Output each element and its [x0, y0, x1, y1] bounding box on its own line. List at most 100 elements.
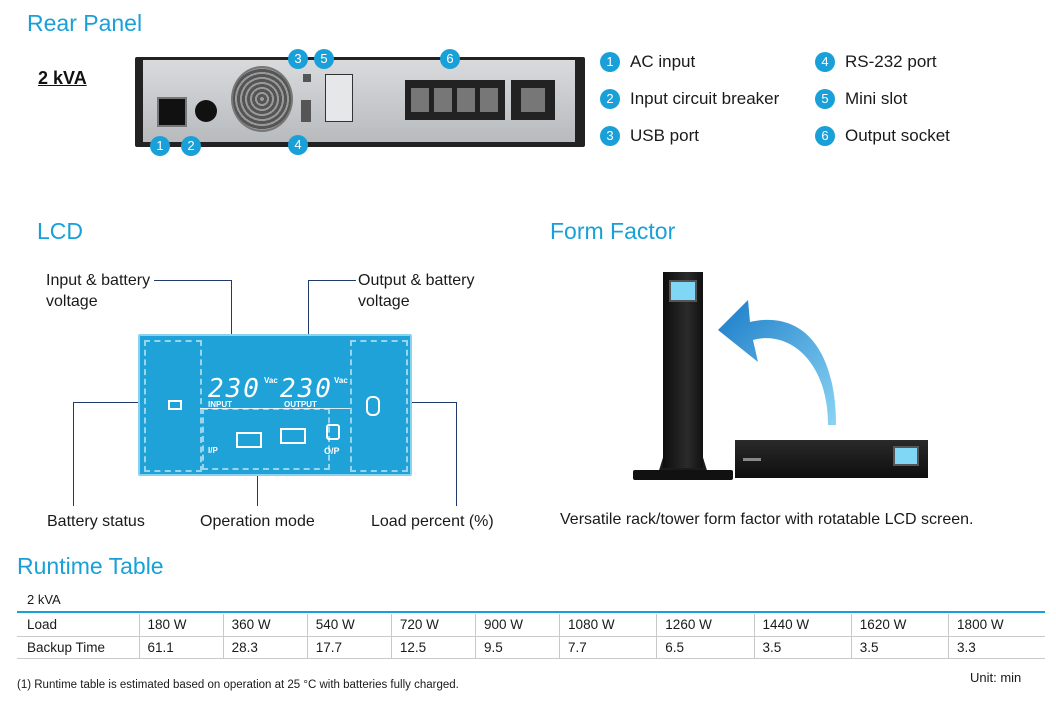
- legend-num-5: 5: [815, 89, 835, 109]
- ups-rear-panel-image: [135, 57, 585, 147]
- table-cell: 900 W: [474, 614, 560, 637]
- legend-num-3: 3: [600, 126, 620, 146]
- label-output-battery-voltage: Output & battery voltage: [358, 272, 475, 310]
- table-cell: 17.7: [306, 636, 392, 658]
- callout-2: 2: [181, 136, 201, 156]
- lcd-divider: [200, 408, 350, 409]
- form-factor-title: Form Factor: [550, 218, 676, 244]
- rear-panel-title: Rear Panel: [27, 10, 143, 36]
- outlet-icon: [326, 424, 340, 440]
- label-operation-mode: Operation mode: [200, 513, 315, 530]
- operation-mode-panel: [202, 408, 330, 470]
- label-battery-status: Battery status: [47, 513, 145, 530]
- battery-mode-icon: [236, 432, 262, 448]
- runtime-unit: Unit: min: [970, 670, 1022, 685]
- runtime-table-top-rule: [17, 611, 1045, 613]
- callout-3: 3: [288, 49, 308, 69]
- ups-rack-image: [735, 440, 928, 478]
- table-cell: 6.5: [656, 636, 755, 658]
- ups-tower-image: [663, 272, 703, 468]
- leader-input-v: [231, 280, 232, 378]
- callout-6: 6: [440, 49, 460, 69]
- runtime-table-bottom-rule: [17, 658, 1045, 659]
- lcd-input-caption: INPUT: [208, 400, 232, 409]
- leader-output-v: [308, 280, 309, 378]
- table-cell: 7.7: [559, 636, 657, 658]
- table-cell: 1440 W: [753, 614, 852, 637]
- row-label-backup-time: Backup Time: [27, 639, 106, 655]
- legend-label-3: USB port: [630, 126, 699, 145]
- load-segment-panel: [350, 340, 408, 472]
- leader-input-h: [154, 280, 232, 281]
- table-cell: 61.1: [138, 636, 224, 658]
- table-cell: 540 W: [306, 614, 392, 637]
- output-sockets: [405, 80, 505, 120]
- leader-battery-h: [73, 402, 145, 403]
- lcd-input-value: 230: [208, 374, 261, 404]
- lcd-input-unit: Vac: [264, 376, 278, 385]
- runtime-footnote: (1) Runtime table is estimated based on …: [17, 679, 459, 691]
- table-cell: 12.5: [390, 636, 476, 658]
- tower-stand: [633, 470, 733, 480]
- legend-label-4: RS-232 port: [845, 52, 937, 71]
- lcd-output-unit: Vac: [334, 376, 348, 385]
- form-factor-caption: Versatile rack/tower form factor with ro…: [560, 511, 974, 528]
- mini-slot: [325, 74, 353, 122]
- load-icon: [366, 396, 380, 416]
- table-row: Backup Time 61.1 28.3 17.7 12.5 9.5 7.7 …: [17, 636, 1045, 658]
- runtime-table-title: Runtime Table: [17, 553, 164, 579]
- legend-num-1: 1: [600, 52, 620, 72]
- leader-output-h: [308, 280, 356, 281]
- legend-label-2: Input circuit breaker: [630, 89, 780, 108]
- legend-label-1: AC input: [630, 52, 696, 71]
- leader-load-h: [405, 402, 457, 403]
- table-cell: 1620 W: [850, 614, 949, 637]
- table-cell: 1260 W: [656, 614, 755, 637]
- leader-battery-v: [73, 402, 74, 506]
- runtime-table: Load 180 W 360 W 540 W 720 W 900 W 1080 …: [17, 614, 1045, 658]
- circuit-breaker: [195, 100, 217, 122]
- table-cell: 720 W: [390, 614, 476, 637]
- ac-inlet: [157, 97, 187, 127]
- table-cell: 9.5: [474, 636, 560, 658]
- table-cell: 28.3: [222, 636, 308, 658]
- table-cell: 360 W: [222, 614, 308, 637]
- callout-1: 1: [150, 136, 170, 156]
- lcd-title: LCD: [37, 218, 84, 244]
- table-cell: 180 W: [138, 614, 224, 637]
- table-cell: 1800 W: [948, 614, 1045, 637]
- table-row: Load 180 W 360 W 540 W 720 W 900 W 1080 …: [17, 614, 1045, 637]
- leader-load-v: [456, 402, 457, 506]
- row-label-load: Load: [17, 614, 139, 637]
- brand-logo: [743, 458, 761, 461]
- legend-num-2: 2: [600, 89, 620, 109]
- battery-segment-panel: [144, 340, 202, 472]
- cooling-fan: [231, 66, 293, 132]
- label-load-percent: Load percent (%): [371, 513, 494, 530]
- callout-5: 5: [314, 49, 334, 69]
- tower-lcd: [669, 280, 697, 302]
- label-input-battery-voltage: Input & battery voltage: [46, 272, 151, 310]
- table-cell: 3.5: [753, 636, 852, 658]
- lcd-output-caption: OUTPUT: [284, 400, 317, 409]
- rack-lcd: [893, 446, 919, 466]
- table-cell: 3.5: [850, 636, 949, 658]
- legend-num-4: 4: [815, 52, 835, 72]
- lcd-output-value: 230: [280, 374, 333, 404]
- lcd-op-label: O/P: [324, 446, 340, 456]
- leader-mode-v: [257, 470, 258, 506]
- rotate-arrow-icon: [718, 300, 836, 425]
- usb-port: [303, 74, 311, 82]
- legend-num-6: 6: [815, 126, 835, 146]
- rs232-port: [301, 100, 311, 122]
- lcd-screen: 230 Vac 230 Vac INPUT OUTPUT I/P O/P: [138, 334, 412, 476]
- inverter-icon: [280, 428, 306, 444]
- table-cell: 3.3: [948, 636, 1045, 658]
- rear-panel-model: 2 kVA: [38, 68, 87, 88]
- callout-4: 4: [288, 135, 308, 155]
- table-cell: 1080 W: [559, 614, 657, 637]
- output-socket-large: [511, 80, 555, 120]
- legend-label-6: Output socket: [845, 126, 950, 145]
- lcd-ip-label: I/P: [208, 446, 218, 455]
- battery-icon: [168, 400, 182, 410]
